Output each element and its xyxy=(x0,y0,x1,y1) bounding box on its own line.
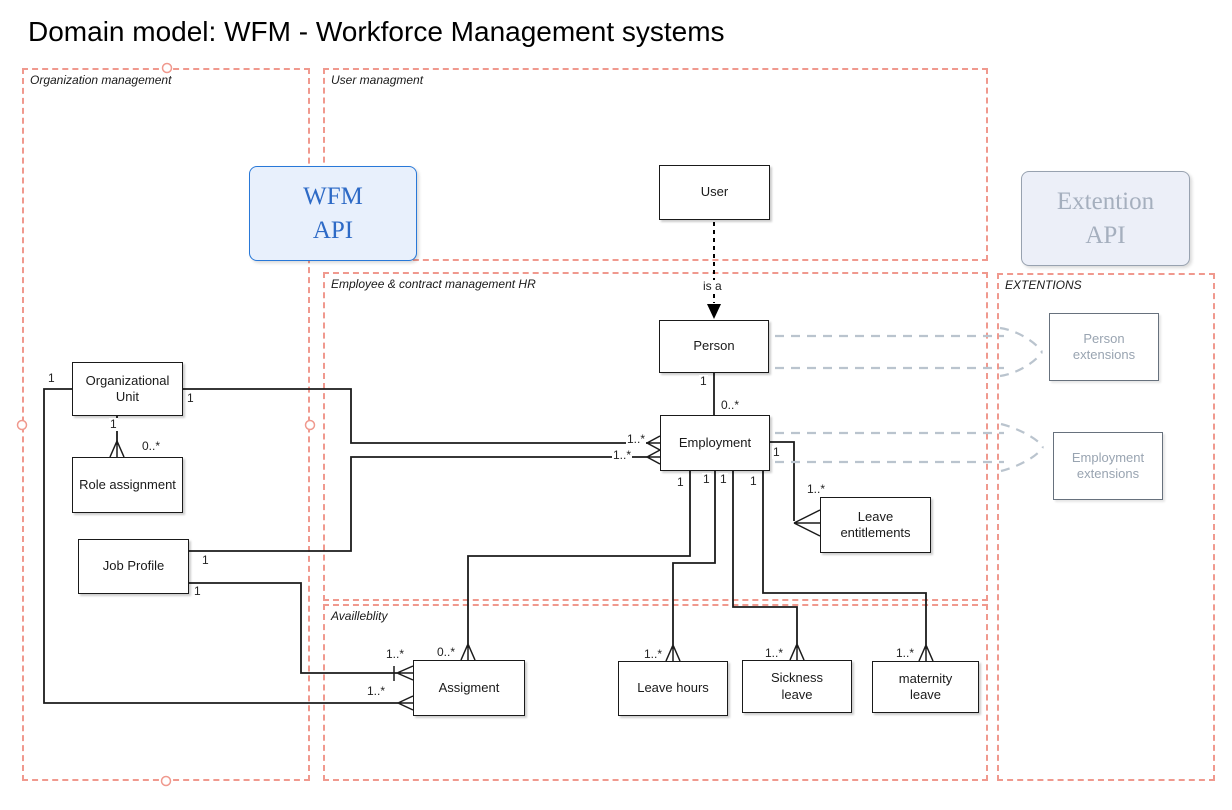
edge-orgunit-employment xyxy=(183,388,647,444)
container-availleblity: Availleblity xyxy=(323,604,988,781)
edge-label-emp-bot2-1: 1 xyxy=(702,472,711,487)
edge-label-jp-upper-1: 1 xyxy=(201,553,210,568)
edge-label-maternity-1n: 1..* xyxy=(895,646,916,661)
edge-orgunit-assigment xyxy=(43,388,398,704)
is-a-arrowhead xyxy=(707,304,721,319)
edge-label-leave-hours-1n: 1..* xyxy=(643,647,664,662)
container-user-managment: User managment xyxy=(323,68,988,261)
edge-label-emp-right-1: 1 xyxy=(772,445,781,460)
crowfoot-roleassignment-top xyxy=(109,440,125,458)
crowfoot-assigment-top xyxy=(460,643,476,661)
edge-label-sickness-1n: 1..* xyxy=(764,646,785,661)
edge-jobprofile-employment xyxy=(189,456,647,552)
crowfoot-employment-lower xyxy=(646,449,661,465)
container-extentions: EXTENTIONS xyxy=(997,273,1215,781)
node-job-profile[interactable]: Job Profile xyxy=(78,539,189,594)
edge-label-ou-bottom-1: 1 xyxy=(109,417,118,432)
node-leave-hours[interactable]: Leave hours xyxy=(618,661,728,716)
edge-label-jp-lower-1: 1 xyxy=(193,584,202,599)
edge-label-is-a: is a xyxy=(702,279,723,294)
node-sickness-leave[interactable]: Sickness leave xyxy=(742,660,852,713)
container-label-organization-management: Organization management xyxy=(30,73,172,87)
crowfoot-employment-upper xyxy=(646,435,661,451)
page-title: Domain model: WFM - Workforce Management… xyxy=(28,16,725,47)
edge-label-assigment-left-low-1n: 1..* xyxy=(366,684,387,699)
edge-label-emp-bot4-1: 1 xyxy=(749,474,758,489)
edge-label-emp-top-0n: 0..* xyxy=(720,398,741,413)
node-employment-extensions[interactable]: Employment extensions xyxy=(1053,432,1163,500)
node-organizational-unit[interactable]: Organizational Unit xyxy=(72,362,183,416)
container-label-extentions: EXTENTIONS xyxy=(1005,278,1082,292)
edge-label-assigment-left-up-1n: 1..* xyxy=(385,647,406,662)
crowfoot-assigment-lower-left xyxy=(397,695,414,711)
node-user[interactable]: User xyxy=(659,165,770,220)
edge-label-emp-left-up-1n: 1..* xyxy=(626,432,647,447)
edge-employment-sickness xyxy=(732,471,798,644)
edge-label-emp-bot3-1: 1 xyxy=(719,472,728,487)
edge-employment-assigment xyxy=(467,471,691,644)
edge-employment-maternity xyxy=(762,471,927,645)
node-role-assignment[interactable]: Role assignment xyxy=(72,457,183,513)
node-maternity-leave[interactable]: maternity leave xyxy=(872,661,979,713)
crowfoot-leaveentitlements-left xyxy=(793,509,821,537)
edge-label-emp-left-low-1n: 1..* xyxy=(612,448,633,463)
crowfoot-assigment-upper-left xyxy=(393,665,414,681)
node-assigment[interactable]: Assigment xyxy=(413,660,525,716)
edge-label-ou-right-1: 1 xyxy=(186,391,195,406)
edge-label-emp-bot1-1: 1 xyxy=(676,475,685,490)
node-person[interactable]: Person xyxy=(659,320,769,373)
container-label-availleblity: Availleblity xyxy=(331,609,388,623)
edge-label-assigment-top-0n: 0..* xyxy=(436,645,457,660)
edge-label-leave-ent-1n: 1..* xyxy=(806,482,827,497)
container-employee-contract-hr: Employee & contract management HR xyxy=(323,272,988,601)
edge-label-role-top-0n: 0..* xyxy=(141,439,162,454)
crowfoot-maternity-top xyxy=(918,644,934,662)
node-leave-entitlements[interactable]: Leave entitlements xyxy=(820,497,931,553)
edge-jobprofile-assigment xyxy=(189,582,397,674)
node-person-extensions[interactable]: Person extensions xyxy=(1049,313,1159,381)
node-wfm-api[interactable]: WFM API xyxy=(249,166,417,261)
node-employment[interactable]: Employment xyxy=(660,415,770,471)
edge-employment-leavehours xyxy=(672,471,716,645)
node-extention-api[interactable]: Extention API xyxy=(1021,171,1190,266)
employment-extension-block-arrow xyxy=(775,422,1044,473)
connection-point-circles xyxy=(16,62,316,787)
crowfoot-leavehours-top xyxy=(665,644,681,662)
container-label-user-managment: User managment xyxy=(331,73,424,87)
container-label-employee-contract-hr: Employee & contract management HR xyxy=(331,277,536,291)
edge-user-person-is-a xyxy=(707,222,721,319)
crowfoot-sickness-top xyxy=(789,643,805,661)
edge-employment-leaveentitlements xyxy=(770,441,795,521)
edge-label-person-bottom-1: 1 xyxy=(699,374,708,389)
edge-label-ou-left-1: 1 xyxy=(47,371,56,386)
person-extension-block-arrow xyxy=(775,326,1043,378)
